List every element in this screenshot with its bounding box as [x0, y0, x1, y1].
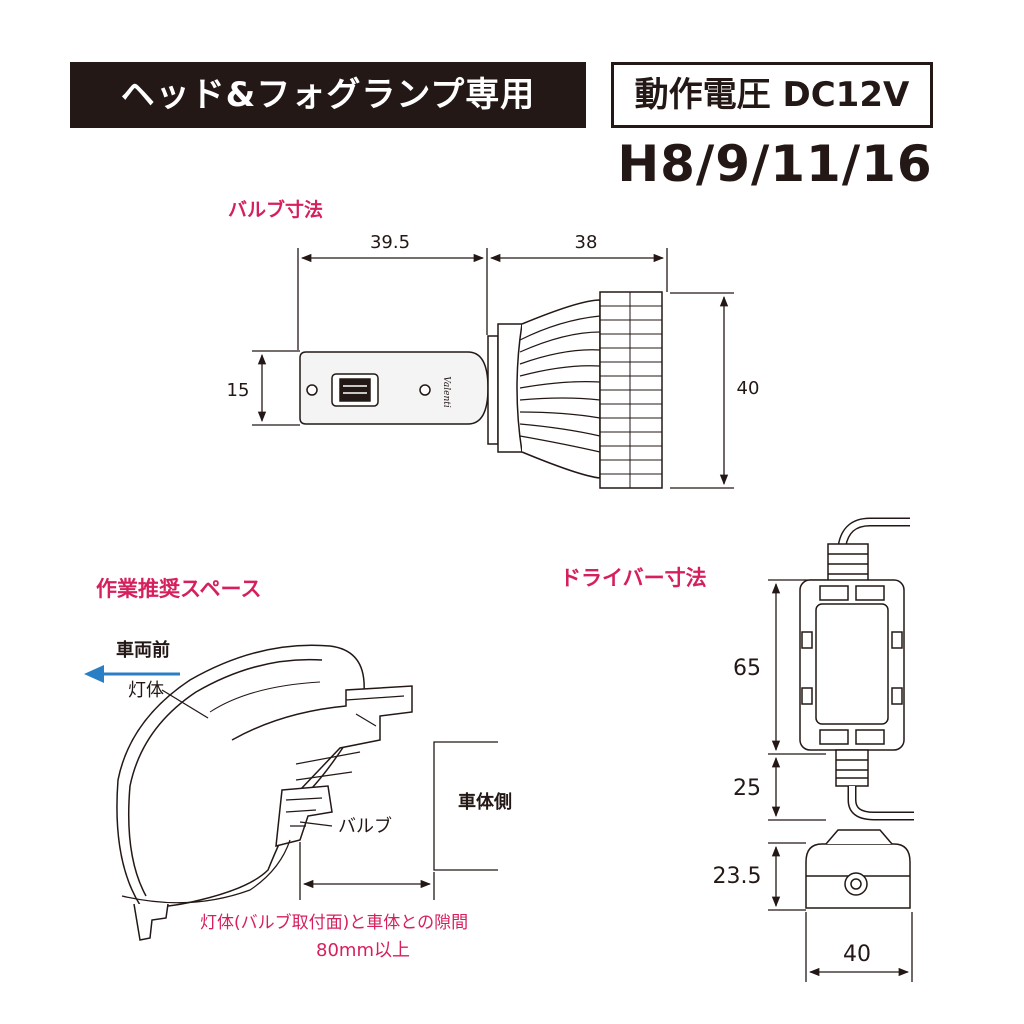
vehicle-front-arrow [84, 665, 180, 683]
driver-dimensions-title: ドライバー寸法 [560, 566, 707, 590]
clearance-note-line1: 灯体(バルブ取付面)と車体との隙間 [200, 913, 469, 933]
bulb-length-front: 39.5 [369, 232, 411, 253]
driver-unit-drawing [799, 517, 914, 909]
bulb-height-front: 15 [226, 380, 250, 401]
headlamp-housing-drawing [116, 644, 413, 941]
driver-dimension-lines [768, 579, 913, 982]
work-space-lines [161, 689, 498, 900]
led-bulb-drawing: Valenti [299, 291, 663, 489]
bulb-length-rear: 38 [574, 232, 598, 253]
driver-height-cable: 25 [733, 776, 761, 801]
voltage-label: 動作電圧 DC12V [611, 62, 933, 128]
bulb-type-codes: H8/9/11/16 [617, 135, 933, 193]
lamp-body-label: 灯体 [128, 680, 164, 701]
driver-width: 40 [843, 942, 871, 967]
driver-height-body: 65 [733, 656, 761, 681]
vehicle-side-label: 車体側 [458, 792, 512, 813]
vehicle-front-label: 車両前 [116, 640, 170, 661]
bulb-label: バルブ [338, 816, 392, 837]
driver-height-side: 23.5 [712, 864, 762, 889]
clearance-note-line2: 80mm以上 [316, 940, 410, 961]
bulb-height-rear: 40 [736, 378, 760, 399]
bulb-dimension-lines [252, 248, 734, 489]
usage-title: ヘッド&フォグランプ専用 [70, 62, 586, 128]
brand-mark: Valenti [441, 376, 451, 408]
bulb-dimensions-title: バルブ寸法 [228, 199, 324, 221]
work-space-title: 作業推奨スペース [96, 577, 262, 601]
